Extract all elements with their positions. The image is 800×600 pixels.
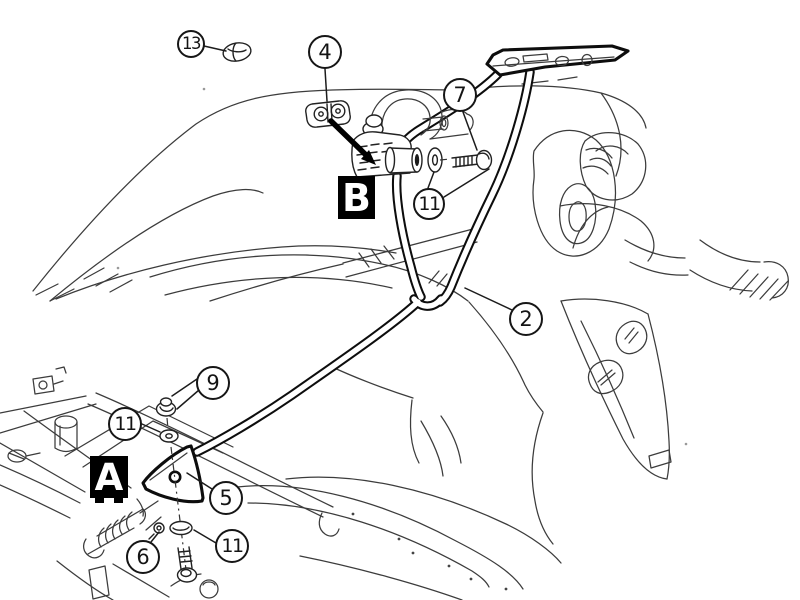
bolt-9-stack	[155, 397, 179, 443]
carrier-top-plate	[485, 44, 630, 77]
callout-11a: 11	[413, 188, 445, 220]
callout-13: 13	[177, 30, 205, 58]
part-13-clip	[222, 42, 252, 62]
bolt-a-stack	[148, 446, 198, 583]
callout-4: 4	[308, 35, 342, 69]
section-label-a: A	[90, 456, 128, 503]
carrier-triangle-bracket	[141, 444, 205, 504]
motorcycle-sketch	[0, 76, 789, 600]
part-4-clamp	[305, 100, 351, 128]
section-label-b: B	[338, 176, 375, 220]
pointer-arrow	[328, 118, 376, 165]
carrier-tubes	[141, 44, 630, 504]
callout-11b: 11	[108, 407, 142, 441]
leader-lines	[141, 45, 513, 544]
callout-11c: 11	[215, 529, 249, 563]
callout-2: 2	[509, 302, 543, 336]
callout-9: 9	[196, 366, 230, 400]
callout-5: 5	[209, 481, 243, 515]
callout-6: 6	[126, 540, 160, 574]
callout-7: 7	[443, 78, 477, 112]
